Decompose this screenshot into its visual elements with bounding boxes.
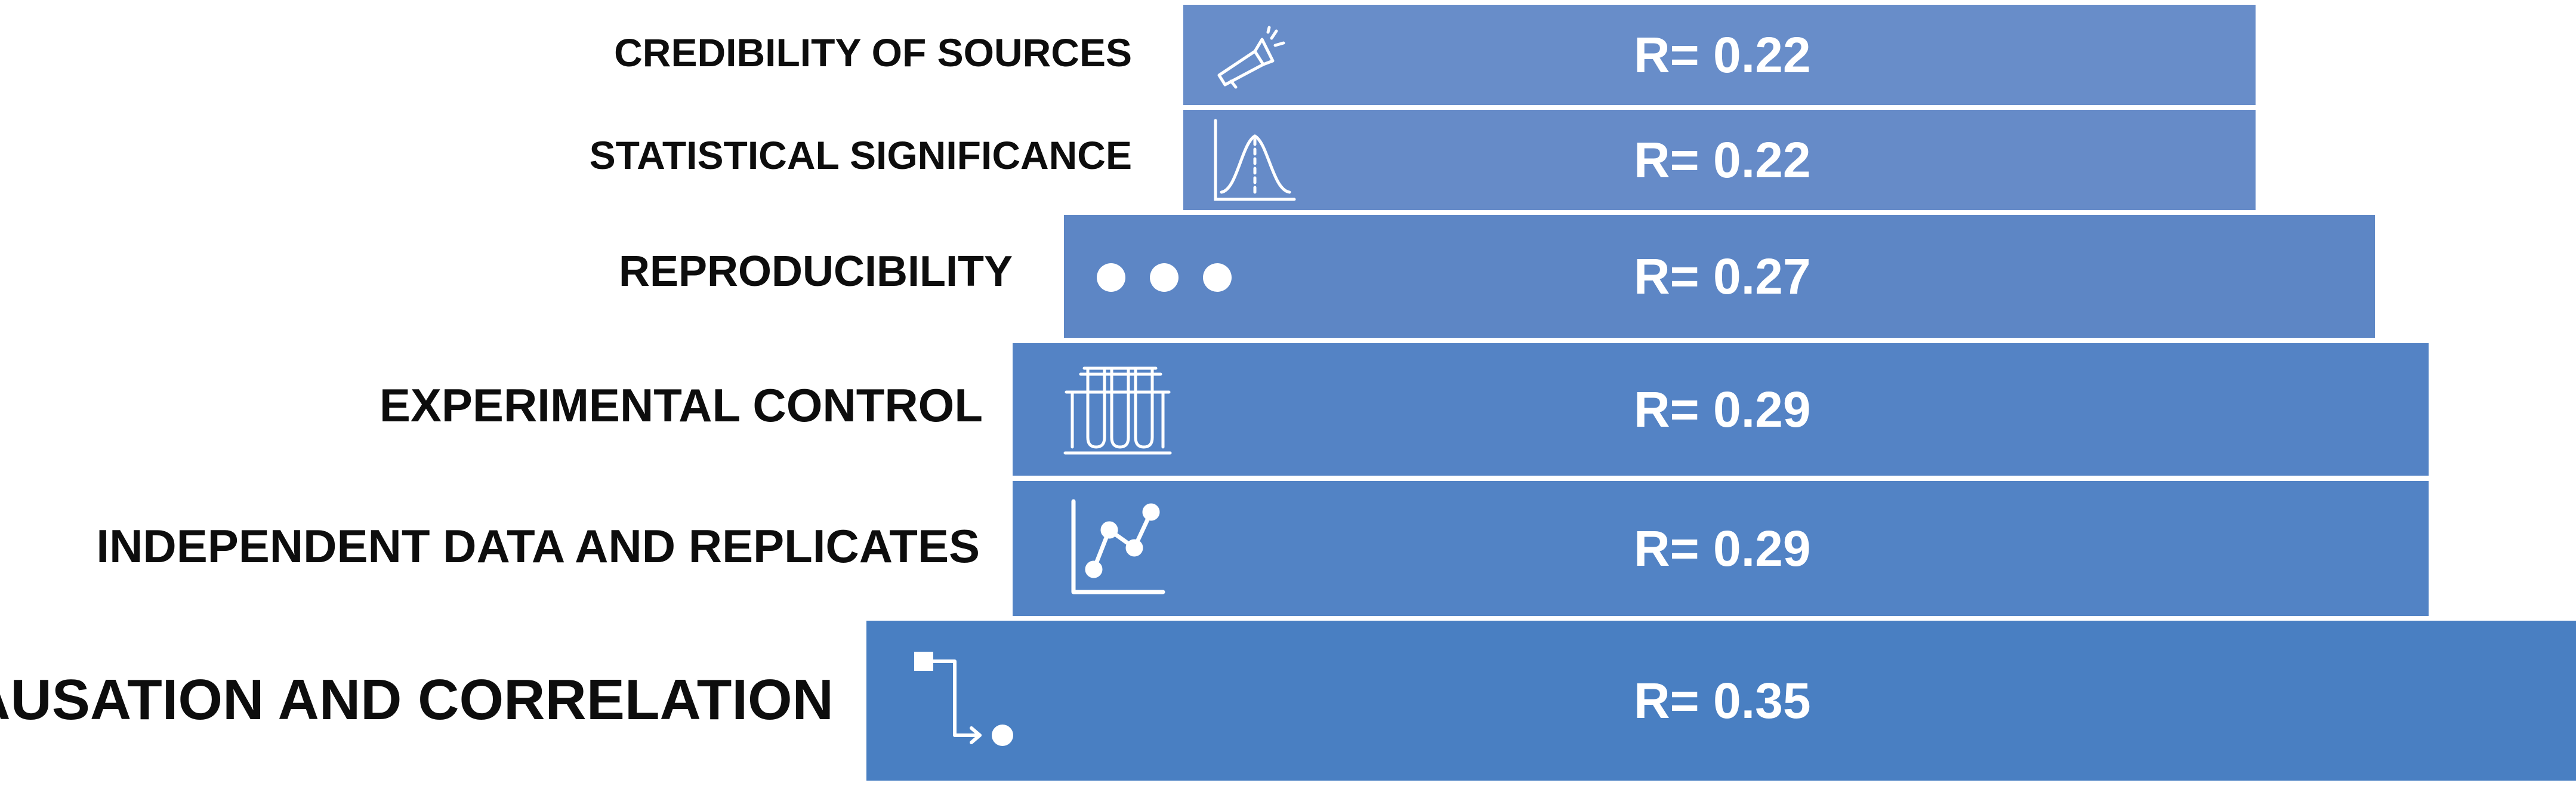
value-causation-and-correlation: R= 0.35: [1634, 672, 1811, 729]
megaphone-icon: [1213, 26, 1285, 89]
row-label-statistical-significance: STATISTICAL SIGNIFICANCE: [589, 133, 1132, 177]
bar-statistical-significance: R= 0.22: [1183, 110, 2256, 210]
value-reproducibility: R= 0.27: [1634, 248, 1811, 304]
value-credibility-of-sources: R= 0.22: [1634, 26, 1811, 83]
row-label-credibility-of-sources: CREDIBILITY OF SOURCES: [614, 30, 1132, 75]
value-statistical-significance: R= 0.22: [1634, 131, 1811, 188]
row-label-causation-and-correlation: CAUSATION AND CORRELATION: [0, 668, 834, 732]
bar-reproducibility: R= 0.27: [1064, 215, 2375, 338]
value-experimental-control: R= 0.29: [1634, 381, 1811, 437]
bar-credibility-of-sources: R= 0.22: [1183, 5, 2256, 105]
value-independent-data-and-replicates: R= 0.29: [1634, 520, 1811, 577]
test-tubes-icon: [1063, 366, 1172, 455]
row-label-experimental-control: EXPERIMENTAL CONTROL: [379, 379, 983, 431]
row-label-reproducibility: REPRODUCIBILITY: [618, 248, 1013, 295]
line-chart-icon: [1070, 499, 1165, 596]
three-dots-icon: [1095, 261, 1233, 294]
bar-causation-and-correlation: R= 0.35: [866, 621, 2576, 781]
bar-independent-data-and-replicates: R= 0.29: [1013, 481, 2429, 616]
bell-curve-icon: [1213, 119, 1296, 203]
bar-experimental-control: R= 0.29: [1013, 343, 2429, 476]
row-label-independent-data-and-replicates: INDEPENDENT DATA AND REPLICATES: [96, 520, 980, 572]
flow-arrow-icon: [913, 651, 1020, 755]
